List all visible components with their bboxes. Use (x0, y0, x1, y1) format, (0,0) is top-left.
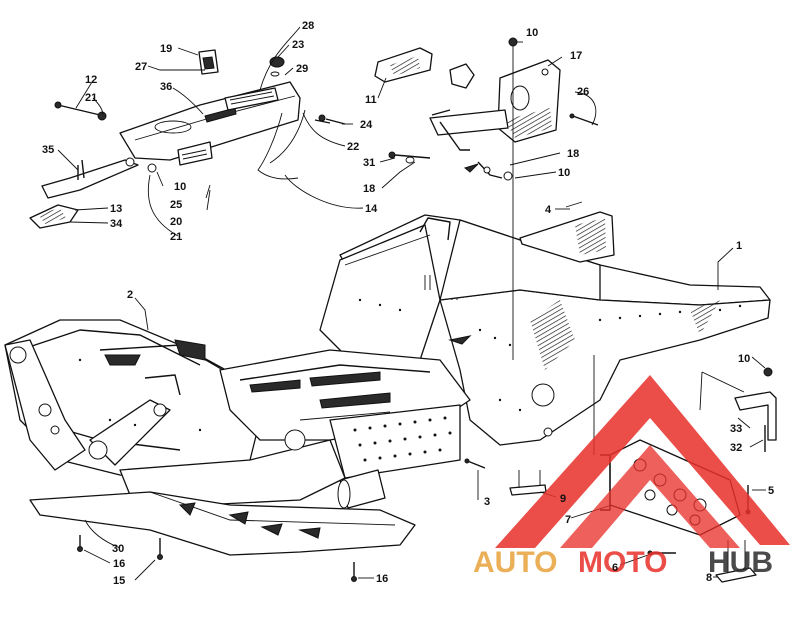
callout-10-right: 10 (738, 353, 750, 365)
belly-pan (29, 491, 416, 556)
callout-12: 12 (85, 74, 97, 86)
callout-33: 33 (730, 423, 742, 435)
callout-32: 32 (730, 442, 742, 454)
callout-27: 27 (135, 61, 147, 73)
callout-30: 30 (112, 543, 124, 555)
callout-18-right: 18 (567, 148, 579, 160)
callout-10-left: 10 (174, 181, 186, 193)
callout-labels: 1 2 3 4 5 6 7 8 9 10 10 10 10 11 12 13 1… (42, 20, 774, 587)
callout-34: 34 (110, 218, 123, 230)
callout-25: 25 (170, 199, 182, 211)
callout-19: 19 (160, 43, 172, 55)
callout-17: 17 (570, 50, 582, 62)
callout-11: 11 (365, 94, 377, 106)
callout-24: 24 (360, 119, 373, 131)
callout-31: 31 (363, 157, 375, 169)
callout-6: 6 (612, 562, 618, 574)
watermark-text-auto: AUTO (473, 546, 557, 579)
callout-35: 35 (42, 144, 54, 156)
callout-1: 1 (736, 240, 742, 252)
callout-14: 14 (365, 203, 378, 215)
callout-21-top: 21 (85, 92, 97, 104)
callout-3: 3 (484, 496, 490, 508)
watermark-logo: AUTO MOTO HUB (473, 375, 790, 579)
callout-8: 8 (706, 572, 712, 584)
callout-4: 4 (545, 204, 552, 216)
callout-23: 23 (292, 39, 304, 51)
part-4-bracket (519, 201, 615, 263)
callout-13: 13 (110, 203, 122, 215)
watermark-text-moto: MOTO (578, 546, 667, 579)
front-frame (4, 319, 261, 481)
callout-22: 22 (347, 141, 359, 153)
center-console (119, 349, 471, 509)
part-33-bracket (699, 371, 777, 441)
callout-2: 2 (127, 289, 133, 301)
callout-9: 9 (560, 493, 566, 505)
callout-18-left: 18 (363, 183, 375, 195)
callout-26: 26 (577, 86, 589, 98)
callout-28: 28 (302, 20, 314, 32)
steering-bracket (374, 37, 599, 360)
dash-console (119, 49, 301, 166)
callout-16-center: 16 (376, 573, 388, 585)
rivet-row (478, 304, 742, 412)
callout-10-bracket: 10 (558, 167, 570, 179)
callout-20: 20 (170, 216, 182, 228)
callout-36: 36 (160, 81, 172, 93)
vent-holes (353, 416, 452, 462)
watermark-text-hub: HUB (708, 546, 773, 579)
chassis-tunnel (319, 214, 771, 446)
callout-21-bottom: 21 (170, 231, 182, 243)
callout-10-top: 10 (526, 27, 538, 39)
bolt-12 (54, 101, 107, 121)
callout-7: 7 (565, 514, 571, 526)
callout-16-left: 16 (113, 558, 125, 570)
callout-29: 29 (296, 63, 308, 75)
callout-5: 5 (768, 485, 774, 497)
callout-15: 15 (113, 575, 125, 587)
hood-latch (29, 157, 157, 229)
